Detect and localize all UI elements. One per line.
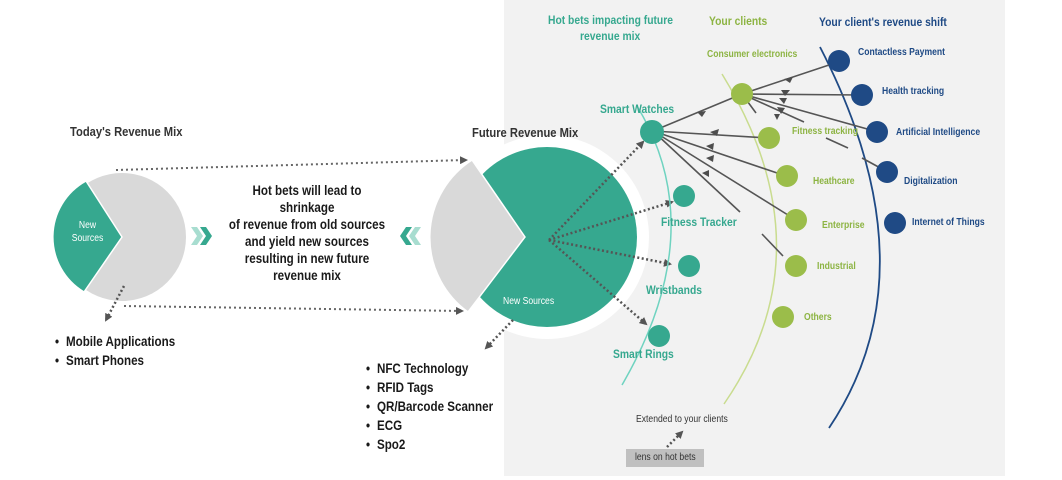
lens-on-hot-bets-box: lens on hot bets	[626, 449, 704, 467]
shift-label-artificial-intelligence: Artificial Intelligence	[896, 127, 981, 138]
future-bullet: RFID Tags	[366, 378, 493, 397]
shift-label-health-tracking: Health tracking	[882, 86, 945, 97]
hot-bets-title-line1: Hot bets impacting future	[548, 13, 673, 27]
connector-bottom	[123, 305, 464, 315]
node-contactless-payment	[828, 50, 850, 72]
future-slice-label: New Sources	[503, 296, 555, 307]
hot-bet-label-smart-watches: Smart Watches	[600, 102, 675, 116]
shift-label-internet-of-things: Internet of Things	[912, 217, 985, 228]
today-slice-label: New Sources	[71, 220, 104, 244]
center-message: Hot bets will lead to shrinkage of reven…	[212, 182, 402, 284]
center-line: of revenue from old sources	[228, 217, 386, 232]
shift-label-contactless-payment: Contactless Payment	[858, 47, 945, 58]
client-nodes	[731, 83, 807, 328]
node-internet-of-things	[884, 212, 906, 234]
center-line: resulting in new future	[244, 251, 370, 266]
node-smart-rings	[648, 325, 670, 347]
hot-bets-title-line2: revenue mix	[580, 29, 641, 43]
connector-top	[115, 156, 468, 171]
center-line: revenue mix	[273, 268, 341, 283]
future-pie-new-slice	[457, 147, 637, 327]
client-label-consumer-electronics: Consumer electronics	[707, 49, 798, 60]
center-line: and yield new sources	[245, 234, 369, 249]
today-bullet: Smart Phones	[55, 351, 175, 370]
client-label-others: Others	[804, 312, 832, 323]
node-fitness-tracking	[758, 127, 780, 149]
center-line: Hot bets will lead to shrinkage	[252, 183, 362, 215]
node-enterprise	[785, 209, 807, 231]
node-digitalization	[876, 161, 898, 183]
future-mix-bullets: NFC Technology RFID Tags QR/Barcode Scan…	[366, 359, 493, 454]
lens-pointer	[666, 430, 684, 448]
hot-bet-label-smart-rings: Smart Rings	[613, 347, 674, 361]
hot-bet-nodes	[640, 120, 700, 347]
lens-label: lens on hot bets	[634, 452, 696, 463]
node-industrial	[785, 255, 807, 277]
node-heathcare	[776, 165, 798, 187]
node-wristbands	[678, 255, 700, 277]
node-smart-watches	[640, 120, 664, 144]
hot-bet-pointers	[548, 140, 674, 326]
future-pie	[429, 147, 637, 327]
today-bullets-pointer	[104, 285, 126, 322]
link-arrowheads	[697, 77, 793, 177]
node-fitness-tracker	[673, 185, 695, 207]
node-consumer-electronics	[731, 83, 753, 105]
clients-title: Your clients	[709, 14, 768, 28]
node-others	[772, 306, 794, 328]
client-label-industrial: Industrial	[817, 261, 856, 272]
revenue-shift-title: Your client's revenue shift	[819, 15, 947, 29]
future-bullet: QR/Barcode Scanner	[366, 397, 493, 416]
today-pie-new-slice	[52, 180, 123, 294]
future-pie-old-slice	[429, 158, 526, 314]
revenue-shift-nodes	[828, 50, 906, 234]
hot-bet-label-wristbands: Wristbands	[646, 283, 703, 297]
future-mix-title: Future Revenue Mix	[472, 125, 579, 140]
hot-bet-label-fitness-tracker: Fitness Tracker	[661, 215, 737, 229]
future-bullet: ECG	[366, 416, 493, 435]
today-pie	[52, 173, 186, 301]
client-label-fitness-tracking: Fitness tracking	[792, 126, 858, 137]
client-label-enterprise: Enterprise	[822, 220, 865, 231]
revenue-shift-arc	[819, 46, 881, 429]
future-bullet: Spo2	[366, 435, 493, 454]
extended-label: Extended to your clients	[636, 414, 728, 425]
chevron-left-icon	[400, 227, 421, 245]
today-mix-title: Today's Revenue Mix	[70, 124, 183, 139]
node-artificial-intelligence	[866, 121, 888, 143]
future-bullets-pointer	[484, 319, 514, 350]
today-mix-bullets: Mobile Applications Smart Phones	[55, 332, 175, 370]
chevron-right-icon	[191, 227, 212, 245]
future-bullet: NFC Technology	[366, 359, 493, 378]
today-bullet: Mobile Applications	[55, 332, 175, 351]
clients-arc	[721, 73, 778, 405]
node-health-tracking	[851, 84, 873, 106]
client-label-heathcare: Heathcare	[813, 176, 855, 187]
shift-label-digitalization: Digitalization	[904, 176, 958, 187]
